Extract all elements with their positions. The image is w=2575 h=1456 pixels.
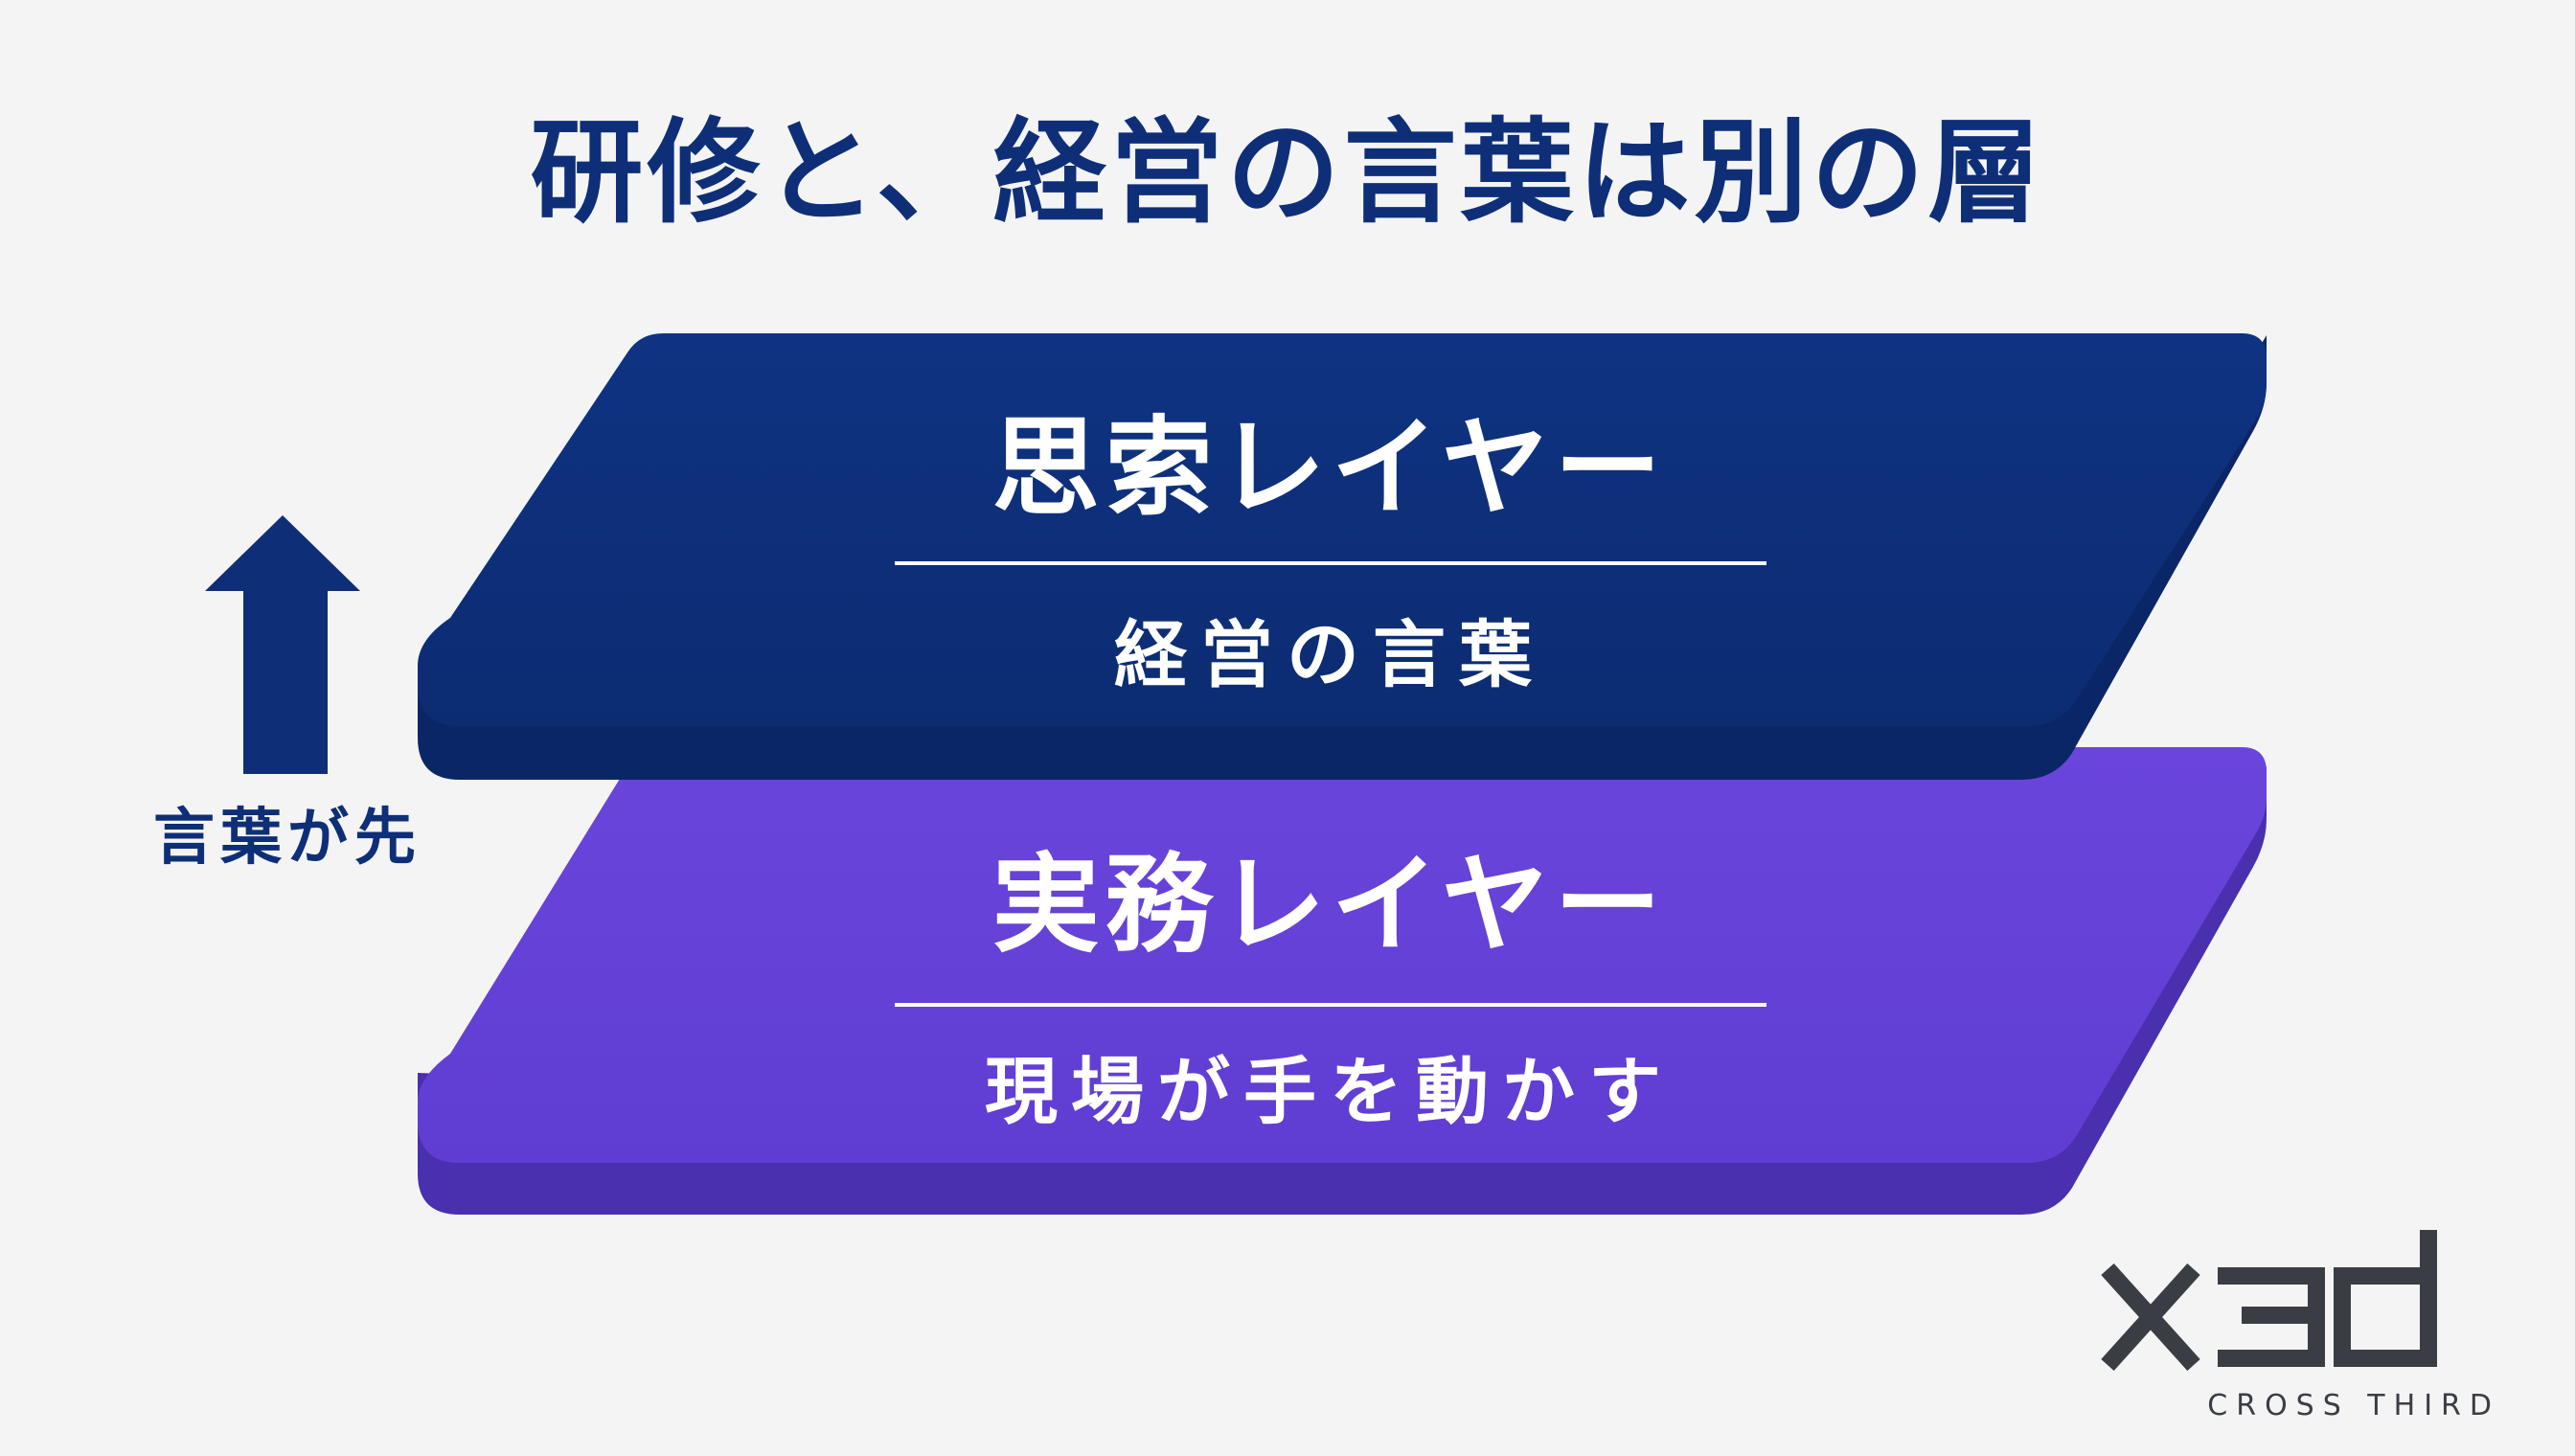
thinking-layer-slab <box>418 333 2267 780</box>
thinking-layer-divider <box>895 561 1766 565</box>
thinking-layer-description: 経営の言葉 <box>1114 612 1545 697</box>
arrow-label: 言葉が先 <box>153 803 422 874</box>
up-arrow-shape <box>205 515 360 774</box>
thinking-layer-top <box>418 333 2267 726</box>
thinking-layer-title: 思索レイヤー <box>991 406 1668 531</box>
x3d-logo-icon <box>2101 1230 2437 1372</box>
logo-wordmark: CROSS THIRD <box>2207 1389 2500 1422</box>
page-title: 研修と、経営の言葉は別の層 <box>530 106 2045 239</box>
practice-layer-divider <box>895 1003 1766 1007</box>
practice-layer-description: 現場が手を動かす <box>985 1049 1675 1134</box>
up-arrow <box>205 515 360 774</box>
practice-layer-title: 実務レイヤー <box>991 843 1668 967</box>
practice-layer-top <box>418 747 2267 1163</box>
practice-layer-slab <box>418 747 2267 1215</box>
